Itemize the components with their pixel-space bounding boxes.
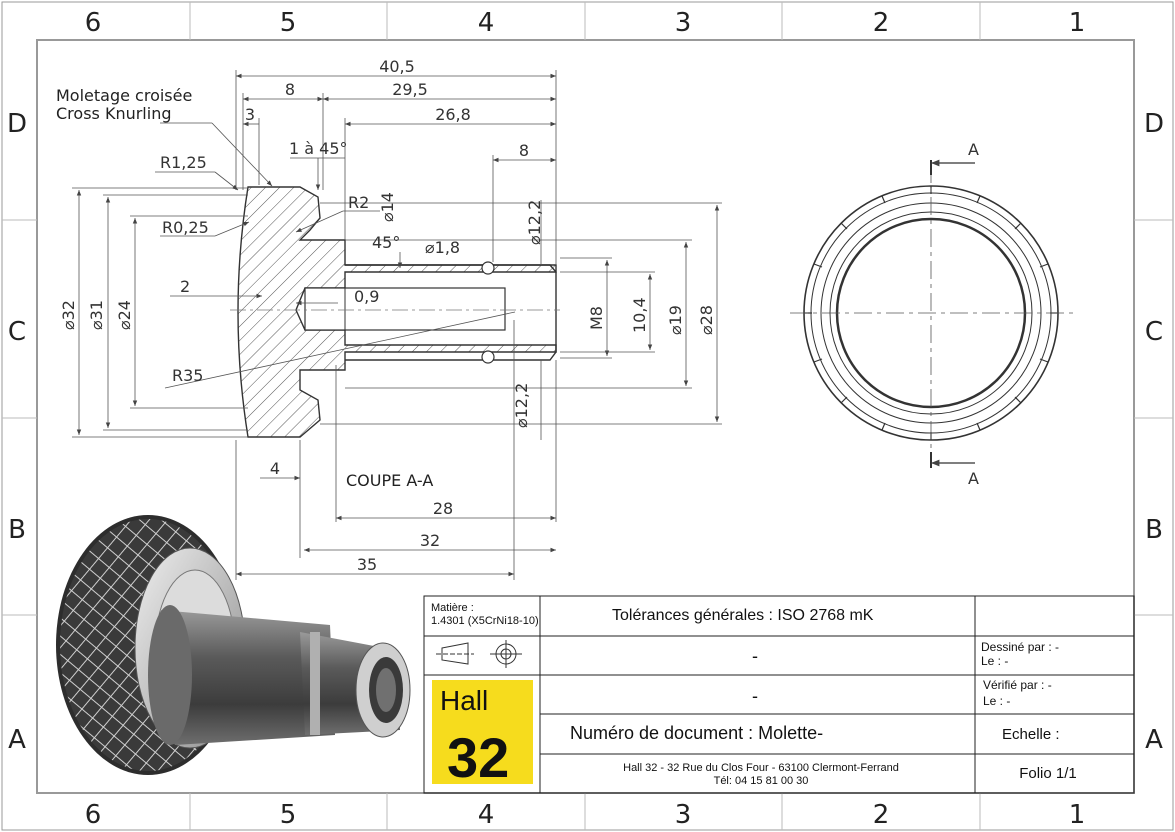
isometric-render	[56, 515, 411, 775]
dim-8: 8	[285, 80, 295, 99]
zone-labels: 6 5 4 3 2 1 6 5 4 3 2 1 D C B A D C B A	[7, 8, 1164, 830]
row3-value: -	[752, 686, 758, 706]
dim-d14: ⌀14	[378, 192, 397, 222]
dim-4: 4	[270, 459, 280, 478]
title-block	[423, 595, 1135, 794]
section-view-a-a	[230, 186, 560, 438]
projection-symbol	[436, 640, 522, 668]
dim-r0-25: R0,25	[162, 218, 209, 237]
zone-col-4-top: 4	[478, 8, 495, 38]
zone-row-D-left: D	[7, 109, 27, 139]
zone-col-3-top: 3	[675, 8, 692, 38]
section-caption: COUPE A-A	[346, 471, 433, 490]
material-value: 1.4301 (X5CrNi18-10)	[431, 615, 539, 627]
dim-r35: R35	[172, 366, 203, 385]
zone-col-1-bottom: 1	[1069, 800, 1086, 830]
dim-35: 35	[357, 555, 377, 574]
section-dimension-texts: Moletage croisée Cross Knurling 40,5 8 2…	[56, 57, 716, 574]
dim-10-4: 10,4	[630, 297, 649, 333]
note-knurl-fr: Moletage croisée	[56, 86, 192, 105]
dim-26-8: 26,8	[435, 105, 471, 124]
front-view	[790, 159, 1075, 468]
cut-label-top: A	[968, 140, 979, 159]
address: Hall 32 - 32 Rue du Clos Four - 63100 Cl…	[623, 762, 899, 774]
zone-col-5-bottom: 5	[280, 800, 297, 830]
phone: Tél: 04 15 81 00 30	[714, 775, 809, 787]
drawn-by: Dessiné par : -	[981, 640, 1059, 654]
zone-col-2-top: 2	[873, 8, 890, 38]
zone-col-6-top: 6	[85, 8, 102, 38]
folio: Folio 1/1	[1019, 765, 1077, 782]
logo-number: 32	[447, 726, 509, 789]
dim-depth-2: 2	[180, 277, 190, 296]
zone-col-6-bottom: 6	[85, 800, 102, 830]
general-tolerances: Tolérances générales : ISO 2768 mK	[612, 607, 874, 624]
zone-col-2-bottom: 2	[873, 800, 890, 830]
dim-d12-2-bot: ⌀12,2	[512, 383, 531, 428]
zone-row-A-right: A	[1145, 725, 1163, 755]
zone-col-5-top: 5	[280, 8, 297, 38]
zone-row-C-right: C	[1145, 317, 1163, 347]
zone-row-D-right: D	[1144, 109, 1164, 139]
zone-col-1-top: 1	[1069, 8, 1086, 38]
scale-label: Echelle :	[1002, 726, 1060, 743]
zone-row-C-left: C	[8, 317, 26, 347]
dim-d32: ⌀32	[59, 300, 78, 330]
material-label: Matière :	[431, 602, 474, 614]
checked-by: Vérifié par : -	[983, 678, 1052, 692]
dim-thread-8: 8	[519, 141, 529, 160]
zone-row-B-right: B	[1145, 515, 1163, 545]
title-block-texts: Matière : 1.4301 (X5CrNi18-10) Tolérance…	[431, 602, 1077, 787]
dim-29-5: 29,5	[392, 80, 428, 99]
dim-chamfer: 1 à 45°	[289, 139, 348, 158]
document-number: Numéro de document : Molette-	[570, 723, 823, 743]
zone-col-4-bottom: 4	[478, 800, 495, 830]
cut-label-bottom: A	[968, 469, 979, 488]
dim-40-5: 40,5	[379, 57, 415, 76]
dim-d12-2-top: ⌀12,2	[525, 200, 544, 245]
zone-row-A-left: A	[8, 725, 26, 755]
dim-3: 3	[245, 105, 255, 124]
dim-d19: ⌀19	[666, 305, 685, 335]
hall32-logo: Hall 32	[432, 680, 533, 789]
section-dimension-lines	[72, 70, 722, 580]
note-knurl-en: Cross Knurling	[56, 104, 171, 123]
logo-hall-text: Hall	[440, 685, 488, 716]
drawn-on: Le : -	[981, 654, 1008, 668]
zone-row-B-left: B	[8, 515, 26, 545]
dim-depth-0-9: 0,9	[354, 287, 379, 306]
dim-d1-8: ⌀1,8	[425, 238, 460, 257]
dim-d31: ⌀31	[87, 300, 106, 330]
dim-32: 32	[420, 531, 440, 550]
dim-angle-45: 45°	[372, 233, 400, 252]
dim-r1-25: R1,25	[160, 153, 207, 172]
zone-col-3-bottom: 3	[675, 800, 692, 830]
dim-m8: M8	[587, 306, 606, 330]
dim-r2: R2	[348, 193, 369, 212]
row2-value: -	[752, 646, 758, 666]
dim-28: 28	[433, 499, 453, 518]
checked-on: Le : -	[983, 694, 1010, 708]
dim-d24: ⌀24	[115, 300, 134, 330]
dim-d28: ⌀28	[697, 305, 716, 335]
